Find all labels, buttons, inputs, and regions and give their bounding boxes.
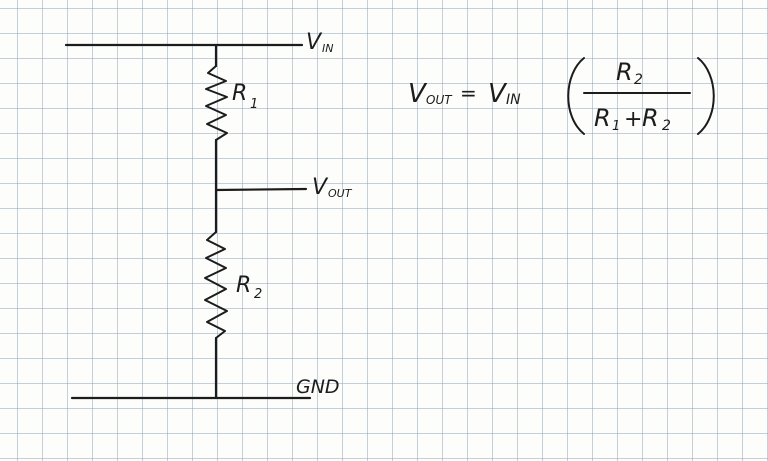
- formula-den-r1: R: [594, 104, 611, 132]
- formula-lhs-sub: OUT: [426, 93, 453, 107]
- voltage-divider-formula: V OUT = V IN R 2 R 1 + R 2: [408, 57, 715, 135]
- formula-numerator-r: R: [616, 58, 633, 86]
- label-gnd: GND: [296, 376, 340, 398]
- formula-right-paren: [697, 57, 715, 135]
- svg-text:2: 2: [254, 287, 262, 302]
- label-vin: V IN: [306, 30, 333, 55]
- svg-text:R: R: [236, 273, 251, 298]
- formula-den-r1-sub: 1: [612, 119, 620, 134]
- svg-text:OUT: OUT: [328, 187, 353, 200]
- label-vout: V OUT: [312, 175, 353, 200]
- formula-lhs-v: V: [408, 79, 428, 109]
- formula-equals: =: [460, 81, 477, 105]
- svg-text:IN: IN: [322, 42, 333, 55]
- formula-den-r2-sub: 2: [662, 118, 671, 134]
- resistor-r1-symbol: [205, 65, 228, 141]
- formula-den-r2: R: [642, 104, 659, 132]
- label-r1: R 1: [232, 81, 258, 112]
- formula-numerator-sub: 2: [634, 72, 643, 88]
- formula-left-paren: [567, 57, 585, 135]
- svg-text:V: V: [306, 30, 323, 55]
- formula-plus: +: [624, 107, 642, 132]
- svg-text:V: V: [312, 175, 329, 200]
- vout-tap-wire: [214, 187, 308, 192]
- svg-text:R: R: [232, 81, 247, 106]
- resistor-r2-symbol: [204, 231, 228, 339]
- svg-text:1: 1: [250, 97, 258, 112]
- formula-rhs-sub: IN: [506, 92, 521, 108]
- formula-rhs-v: V: [488, 79, 508, 109]
- label-r2: R 2: [236, 273, 262, 302]
- svg-text:GND: GND: [296, 376, 340, 398]
